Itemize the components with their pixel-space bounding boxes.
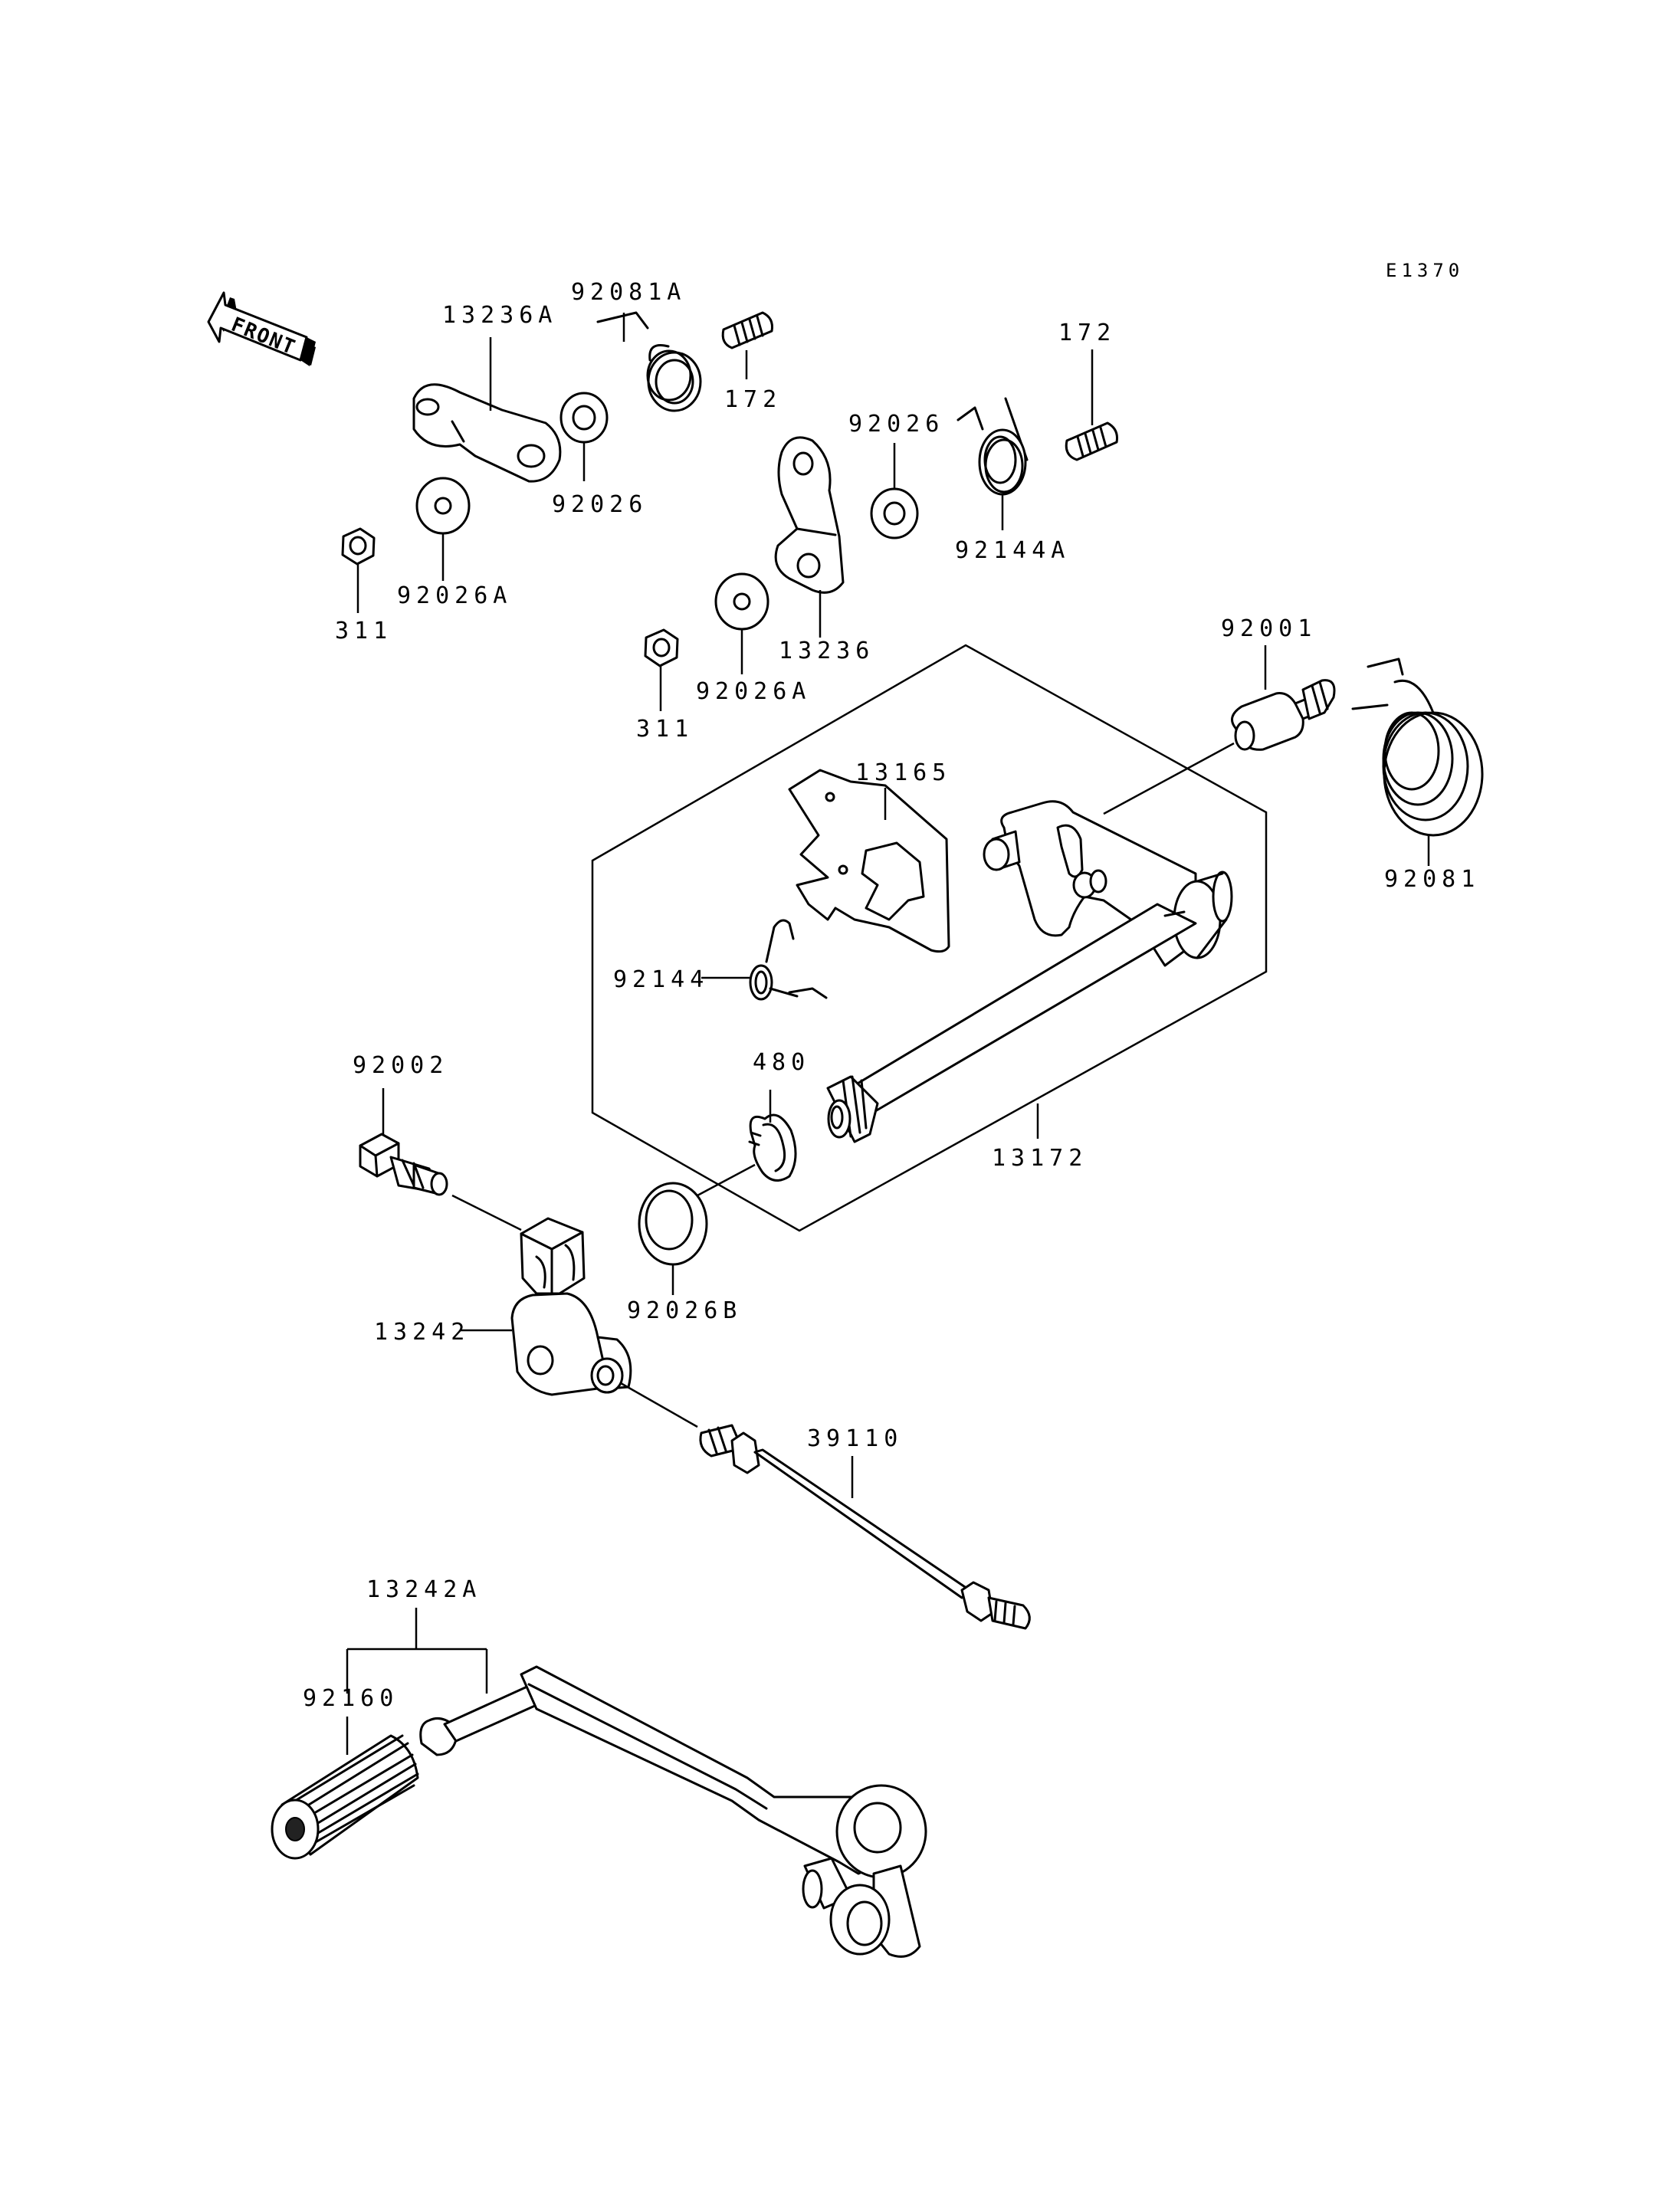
arm-13236 bbox=[774, 436, 845, 594]
spring-92144 bbox=[749, 919, 828, 1001]
label-92026A-a: 92026A bbox=[397, 582, 512, 609]
lever-13242 bbox=[510, 1217, 632, 1396]
front-arrow-icon: FRONT bbox=[207, 291, 316, 366]
label-92002: 92002 bbox=[353, 1052, 448, 1079]
shaft-13172 bbox=[826, 800, 1233, 1143]
assembly-outline bbox=[591, 644, 1268, 1232]
label-311-b: 311 bbox=[636, 716, 694, 743]
plate-13165 bbox=[788, 769, 950, 953]
bolt-92001 bbox=[1231, 679, 1336, 751]
label-92026-b: 92026 bbox=[848, 411, 944, 438]
label-92081A: 92081A bbox=[571, 279, 686, 306]
label-172-a: 172 bbox=[724, 386, 782, 413]
diagram-code: E1370 bbox=[1386, 260, 1464, 281]
rubber-92160 bbox=[271, 1734, 419, 1860]
label-13242A: 13242A bbox=[366, 1576, 481, 1603]
label-13236A: 13236A bbox=[442, 302, 557, 329]
label-92160: 92160 bbox=[303, 1685, 399, 1712]
label-13236: 13236 bbox=[779, 638, 874, 664]
arm-13236A bbox=[412, 383, 562, 483]
circlip-480 bbox=[748, 1113, 797, 1182]
label-480: 480 bbox=[753, 1049, 810, 1076]
bolt-92002 bbox=[359, 1133, 448, 1196]
label-92001: 92001 bbox=[1221, 615, 1317, 642]
washer-92026-b bbox=[870, 487, 919, 539]
label-92144: 92144 bbox=[613, 966, 709, 993]
label-13242: 13242 bbox=[374, 1319, 470, 1346]
washer-92026A-b bbox=[714, 572, 769, 631]
spring-92144A bbox=[956, 397, 1029, 496]
label-13165: 13165 bbox=[855, 759, 951, 786]
label-311-a: 311 bbox=[335, 618, 392, 644]
label-39110: 39110 bbox=[807, 1425, 903, 1452]
nut-311-b bbox=[644, 628, 679, 667]
rod-39110 bbox=[699, 1424, 1031, 1630]
nut-311-a bbox=[341, 527, 376, 566]
washer-92026-a bbox=[559, 392, 609, 444]
pedal-13242A bbox=[419, 1665, 927, 1958]
label-92144A: 92144A bbox=[955, 537, 1070, 564]
label-92081: 92081 bbox=[1384, 866, 1480, 893]
spring-92081A bbox=[596, 311, 702, 412]
washer-92026B bbox=[638, 1182, 708, 1266]
pin-172-b bbox=[1065, 421, 1118, 461]
label-92026-a: 92026 bbox=[552, 491, 648, 518]
label-172-b: 172 bbox=[1058, 320, 1116, 346]
label-13242A-bracket bbox=[346, 1608, 488, 1694]
pin-172-a bbox=[721, 311, 773, 349]
spring-92081 bbox=[1351, 657, 1484, 837]
label-13172: 13172 bbox=[992, 1145, 1088, 1172]
label-92026B: 92026B bbox=[627, 1297, 742, 1324]
label-92026A-b: 92026A bbox=[696, 678, 811, 705]
washer-92026A-a bbox=[415, 477, 471, 535]
